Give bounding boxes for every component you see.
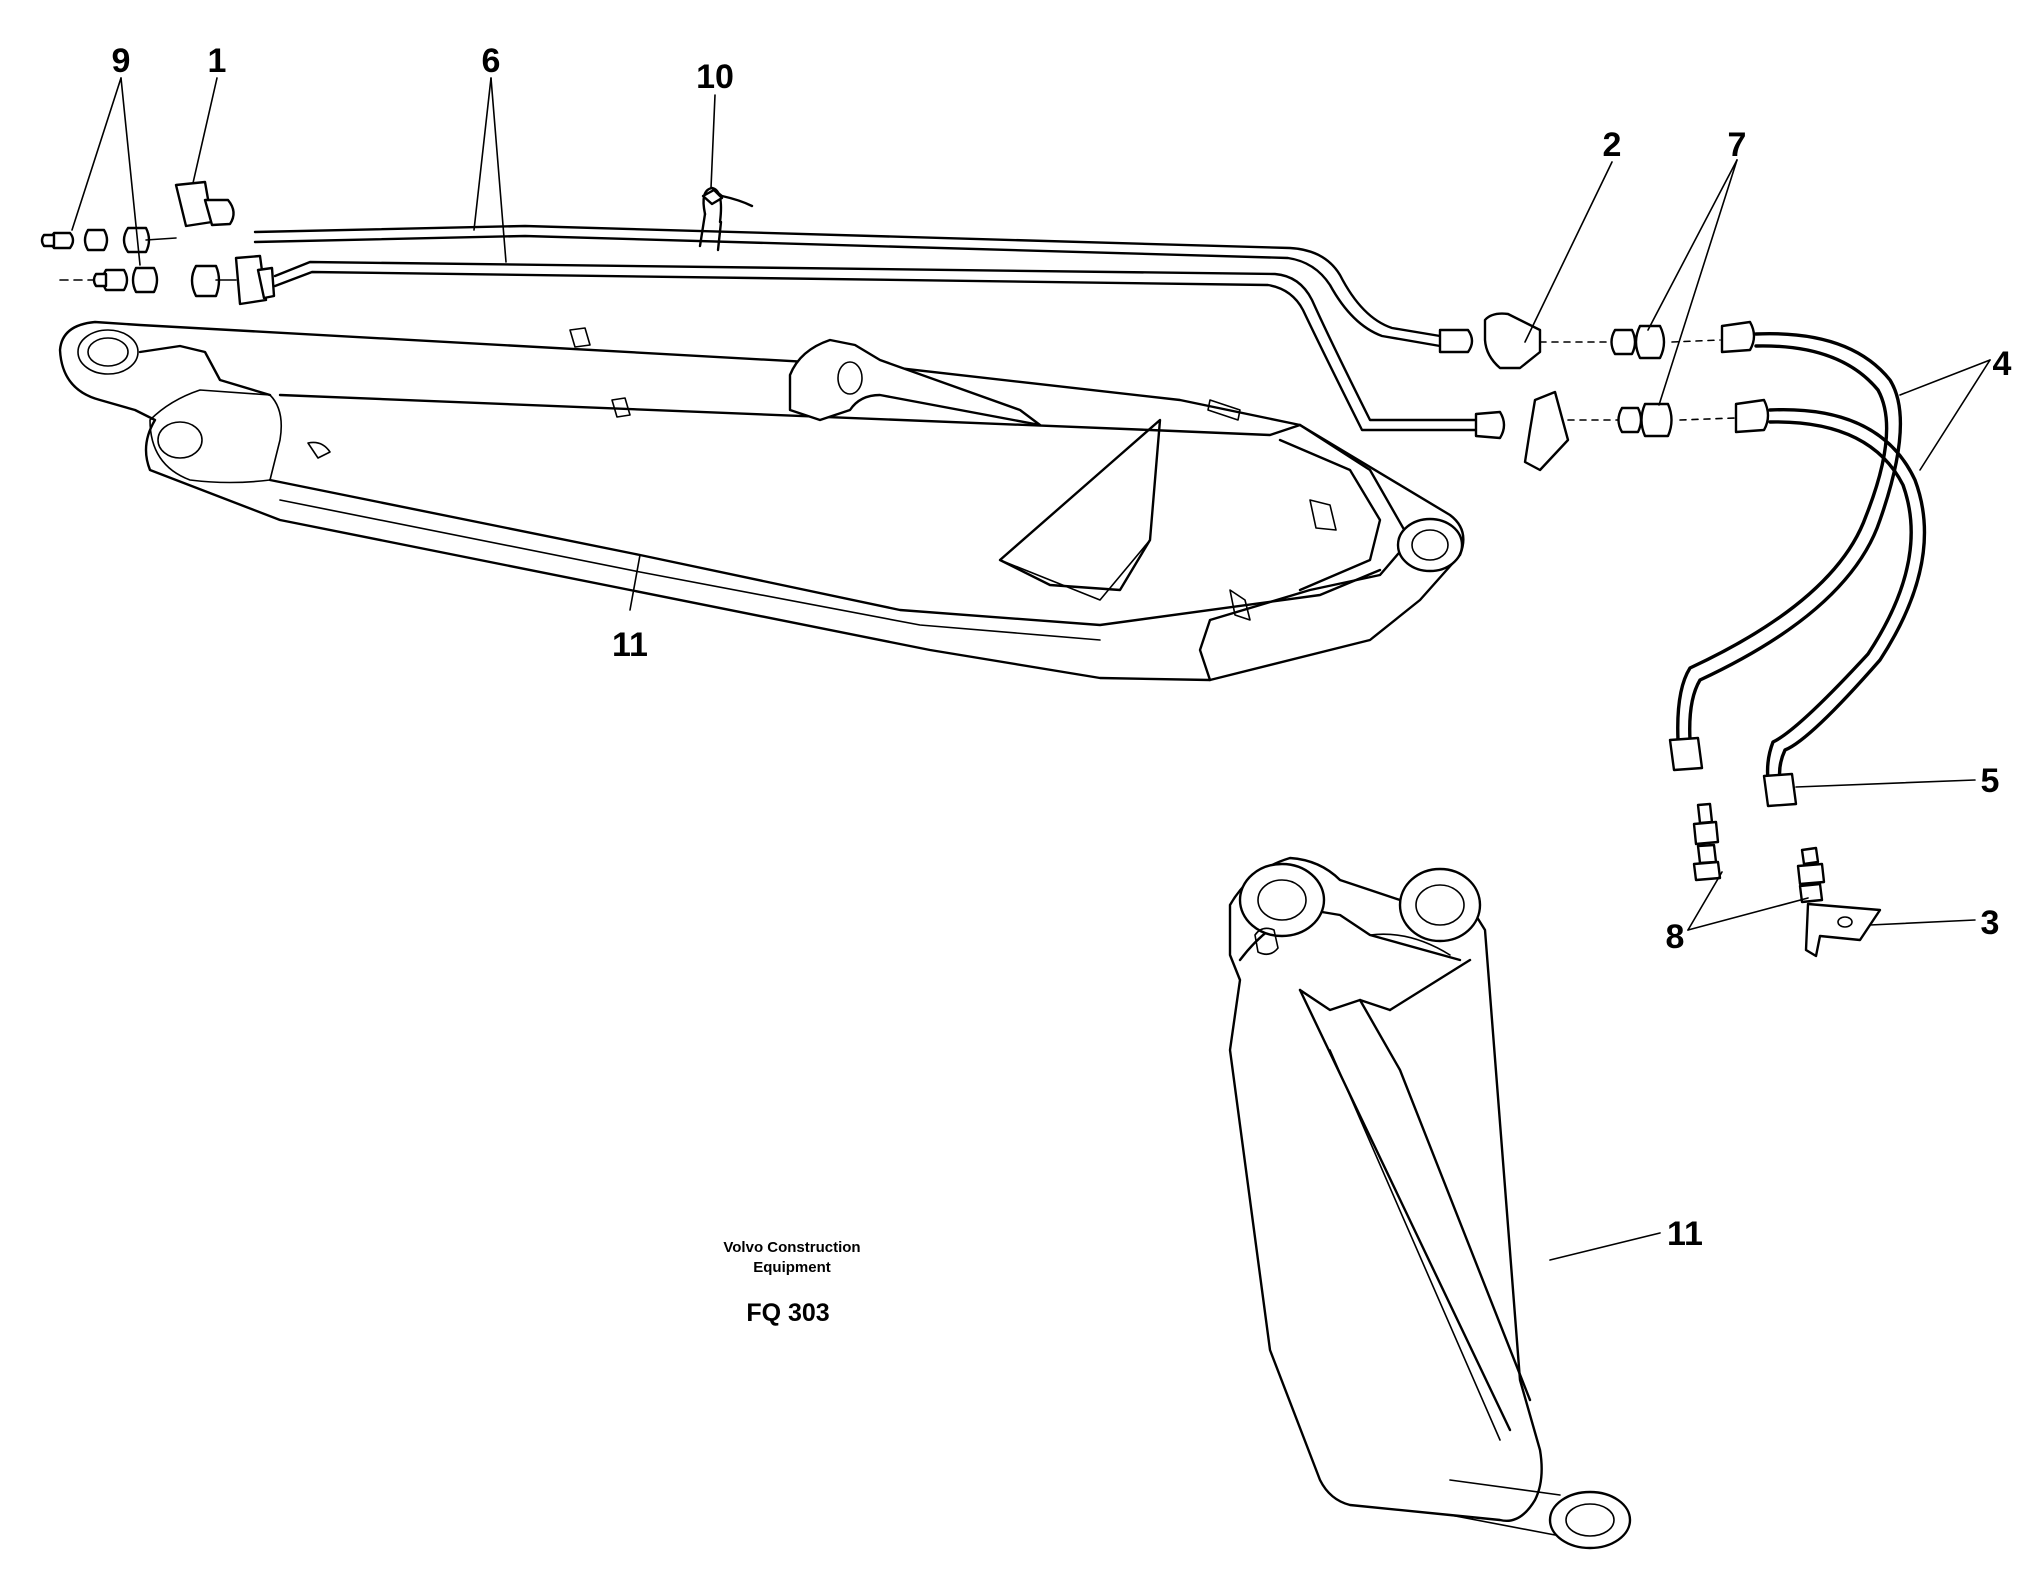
callout-6: 6: [482, 42, 501, 80]
caption-company: Volvo Construction: [723, 1239, 860, 1256]
left-fittings: [40, 180, 276, 306]
callout-5: 5: [1981, 762, 2000, 800]
leader-lines: [71, 77, 1991, 1261]
callout-10: 10: [696, 58, 734, 96]
arm-upper: [58, 320, 1465, 682]
pipe-end-fittings: [1438, 328, 1506, 440]
callout-1: 1: [208, 42, 227, 80]
figure-code: FQ 303: [746, 1299, 829, 1327]
callout-11-boom: 11: [1667, 1215, 1703, 1253]
callout-11-arm: 11: [612, 626, 648, 664]
callouts: 9 1 6 10 2 7 4 11 5 3 8 11: [112, 42, 2012, 1253]
adapters-and-bracket: [1692, 802, 1882, 958]
hoses: [1668, 320, 1927, 808]
callout-3: 3: [1981, 904, 2000, 942]
callout-7: 7: [1728, 126, 1747, 164]
right-fittings: [1483, 312, 1736, 472]
callout-9: 9: [112, 42, 131, 80]
boom-lower: [1228, 856, 1632, 1550]
pipe-clamp: [698, 186, 754, 252]
callout-2: 2: [1603, 126, 1622, 164]
caption-block: Volvo Construction Equipment FQ 303: [723, 1239, 860, 1327]
callout-8: 8: [1666, 918, 1685, 956]
hydraulic-pipes: [253, 224, 1480, 432]
caption-division: Equipment: [753, 1259, 831, 1276]
callout-4: 4: [1993, 345, 2012, 383]
